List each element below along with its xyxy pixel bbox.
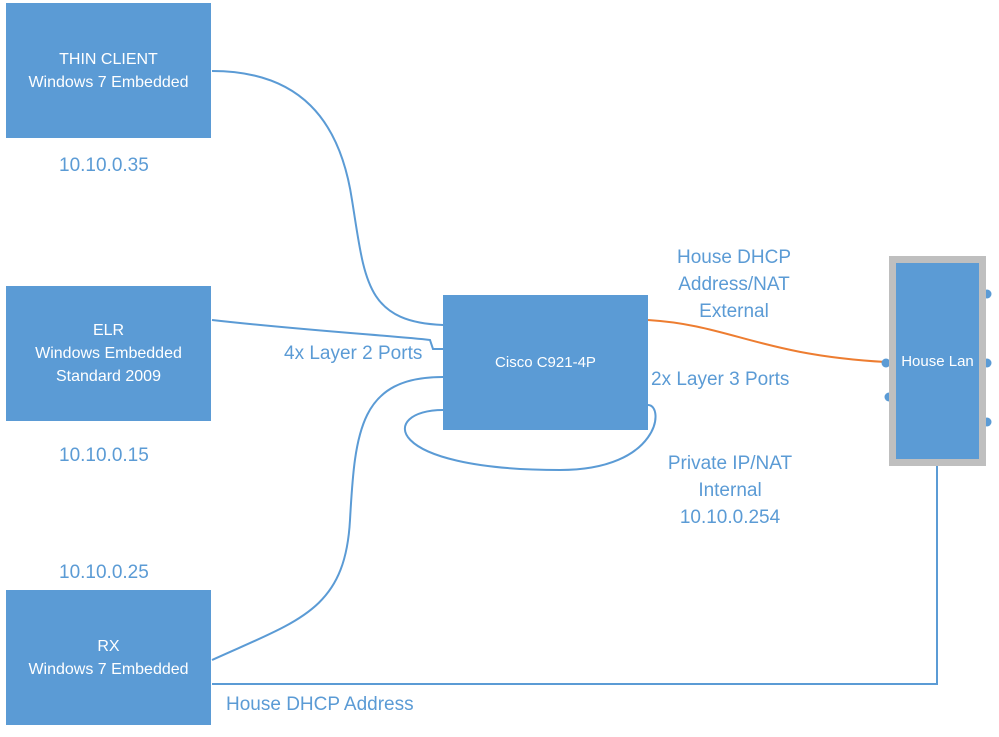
- rx-node[interactable]: RX Windows 7 Embedded: [6, 590, 211, 725]
- thin-client-title: THIN CLIENT: [59, 50, 158, 68]
- elr-ip-label: 10.10.0.15: [59, 445, 149, 466]
- internal-nat-label: Private IP/NAT Internal 10.10.0.254: [650, 450, 810, 531]
- thin-client-node[interactable]: THIN CLIENT Windows 7 Embedded: [6, 3, 211, 138]
- internal-nat-line1: Private IP/NAT: [667, 453, 793, 474]
- connector-router-loopback: [403, 404, 657, 472]
- external-nat-line2: Address/NAT: [678, 274, 790, 295]
- layer2-ports-label: 4x Layer 2 Ports: [284, 343, 423, 364]
- router-node[interactable]: Cisco C921-4P: [443, 295, 648, 430]
- internal-nat-line3: 10.10.0.254: [679, 507, 781, 528]
- elr-os-line1: Windows Embedded: [35, 345, 182, 362]
- rx-title: RX: [97, 637, 120, 655]
- connector-router-house-lan: [647, 319, 887, 363]
- connector-thin-client-router: [211, 70, 444, 326]
- connector-rx-house-lan: [212, 466, 938, 685]
- external-nat-label: House DHCP Address/NAT External: [664, 244, 804, 325]
- router-name: Cisco C921-4P: [495, 354, 596, 371]
- rx-ip-label: 10.10.0.25: [59, 562, 149, 583]
- connector-rx-router: [211, 376, 444, 661]
- external-nat-line1: House DHCP: [676, 247, 792, 268]
- house-lan-port-left-upper: [881, 358, 891, 368]
- rx-house-dhcp-label: House DHCP Address: [226, 694, 414, 715]
- external-nat-line3: External: [699, 301, 769, 322]
- elr-os-line2: Standard 2009: [56, 368, 161, 385]
- thin-client-os: Windows 7 Embedded: [28, 73, 189, 91]
- connector-elr-router: [211, 319, 443, 350]
- elr-node[interactable]: ELR Windows Embedded Standard 2009: [6, 286, 211, 421]
- elr-title: ELR: [92, 322, 125, 339]
- thin-client-ip-label: 10.10.0.35: [59, 155, 149, 176]
- internal-nat-line2: Internal: [698, 480, 762, 501]
- house-lan-node[interactable]: House Lan: [896, 263, 979, 459]
- layer3-ports-label: 2x Layer 3 Ports: [651, 369, 790, 390]
- house-lan-name: House Lan: [901, 352, 974, 370]
- rx-os: Windows 7 Embedded: [28, 660, 189, 678]
